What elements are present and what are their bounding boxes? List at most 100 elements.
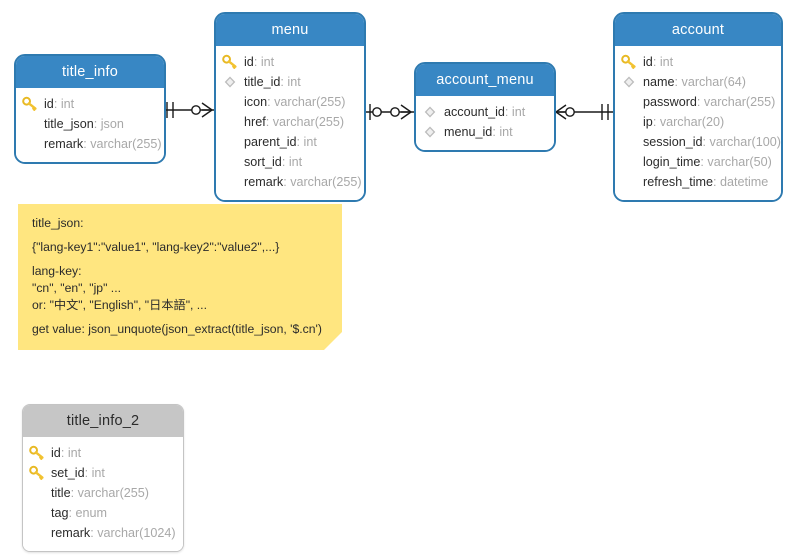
field-name: account_id (444, 105, 505, 119)
diamond-icon (623, 76, 635, 88)
entity-title_info_2[interactable]: title_info_2 id: int set_id: int t (22, 404, 184, 552)
field-name: href (244, 115, 266, 129)
key-icon (22, 96, 37, 111)
field-type: int (303, 135, 317, 149)
field-type: varchar(255) (90, 137, 162, 151)
field-name: remark (44, 137, 84, 151)
field-type: int (60, 97, 75, 111)
field-name: id (44, 97, 54, 111)
field-name: id (643, 55, 653, 69)
note-line: "cn", "en", "jp" ... (32, 281, 121, 295)
field-row[interactable]: remark: varchar(255) (244, 175, 362, 189)
field-row[interactable]: id: int (615, 52, 781, 72)
field-row[interactable]: name: varchar(64) (615, 72, 781, 92)
entity-menu-fields: id: int title_id: int icon: varchar(255)… (216, 46, 364, 200)
field-name: session_id (643, 135, 703, 149)
field-name: password (643, 95, 697, 109)
field-name: title (51, 486, 71, 500)
note-line: lang-key: (32, 264, 82, 278)
entity-menu[interactable]: menu id: int title_id: int icon: varchar… (214, 12, 366, 202)
field-row[interactable]: parent_id: int (244, 135, 317, 149)
field-type: varchar(255) (77, 486, 150, 500)
key-icon (222, 54, 237, 69)
note-title_json[interactable]: title_json: {"lang-key1":"value1", "lang… (18, 204, 342, 350)
entity-account_menu[interactable]: account_menu account_id: int menu_id: in… (414, 62, 556, 152)
field-row[interactable]: session_id: varchar(100) (643, 135, 781, 149)
entity-account_menu-name: account_menu (416, 64, 554, 96)
entity-account-name: account (615, 14, 781, 46)
key-icon (621, 54, 636, 69)
note-line: or: "中文", "English", "日本語", ... (32, 298, 207, 312)
field-row[interactable]: account_id: int (416, 102, 554, 122)
field-type: int (499, 125, 513, 139)
field-name: login_time (643, 155, 701, 169)
field-row[interactable]: icon: varchar(255) (244, 95, 346, 109)
field-row[interactable]: title: varchar(255) (51, 486, 150, 500)
field-row[interactable]: refresh_time: datetime (643, 175, 769, 189)
field-type: varchar(20) (659, 115, 725, 129)
field-name: name (643, 75, 675, 89)
field-name: menu_id (444, 125, 493, 139)
field-type: int (287, 75, 301, 89)
entity-title_info_2-fields: id: int set_id: int title: varchar(255) … (23, 437, 183, 551)
field-type: datetime (720, 175, 769, 189)
note-fold-corner (324, 332, 342, 350)
field-type: int (91, 466, 105, 480)
connector-menu-account_menu (366, 104, 416, 120)
note-line: get value: json_unquote(json_extract(tit… (32, 322, 322, 336)
field-name: remark (244, 175, 284, 189)
field-type: varchar(255) (272, 115, 345, 129)
field-type: int (511, 105, 526, 119)
field-type: int (659, 55, 674, 69)
field-name: ip (643, 115, 653, 129)
field-name: remark (51, 526, 91, 540)
field-name: title_id (244, 75, 281, 89)
field-type: varchar(255) (703, 95, 776, 109)
field-name: id (51, 446, 61, 460)
field-type: varchar(64) (681, 75, 746, 89)
field-name: tag (51, 506, 69, 520)
diamond-icon (424, 106, 436, 118)
field-row[interactable]: login_time: varchar(50) (643, 155, 772, 169)
field-name: refresh_time (643, 175, 713, 189)
field-name: icon (244, 95, 268, 109)
field-name: title_json (44, 117, 94, 131)
field-type: json (100, 117, 124, 131)
entity-menu-name: menu (216, 14, 364, 46)
entity-account[interactable]: account id: int name: varchar(64) passwo… (613, 12, 783, 202)
field-type: varchar(1024) (97, 526, 176, 540)
field-row[interactable]: id: int (23, 443, 183, 463)
field-type: varchar(255) (290, 175, 362, 189)
entity-title_info_2-name: title_info_2 (23, 405, 183, 437)
field-row[interactable]: title_id: int (216, 72, 364, 92)
field-type: varchar(50) (707, 155, 772, 169)
field-type: varchar(255) (274, 95, 346, 109)
field-row[interactable]: href: varchar(255) (244, 115, 345, 129)
entity-account-fields: id: int name: varchar(64) password: varc… (615, 46, 781, 200)
entity-title_info-name: title_info (16, 56, 164, 88)
field-row[interactable]: sort_id: int (244, 155, 303, 169)
connector-account_menu-account (554, 104, 616, 120)
field-row[interactable]: set_id: int (23, 463, 183, 483)
entity-title_info-fields: id: int title_json: json remark: varchar… (16, 88, 164, 162)
field-row[interactable]: remark: varchar(1024) (51, 526, 176, 540)
field-row[interactable]: menu_id: int (416, 122, 554, 142)
field-row[interactable]: password: varchar(255) (643, 95, 776, 109)
diamond-icon (424, 126, 436, 138)
key-icon (29, 465, 44, 480)
field-type: int (288, 155, 303, 169)
field-row[interactable]: id: int (216, 52, 364, 72)
field-row[interactable]: remark: varchar(255) (44, 137, 162, 151)
field-name: set_id (51, 466, 85, 480)
entity-title_info[interactable]: title_info id: int title_json: json rema… (14, 54, 166, 164)
note-line: {"lang-key1":"value1", "lang-key2":"valu… (32, 240, 280, 254)
field-row[interactable]: title_json: json (44, 117, 124, 131)
field-type: varchar(100) (709, 135, 781, 149)
field-name: id (244, 55, 254, 69)
field-row[interactable]: id: int (16, 94, 164, 114)
field-name: sort_id (244, 155, 282, 169)
field-row[interactable]: ip: varchar(20) (643, 115, 725, 129)
field-type: enum (75, 506, 108, 520)
field-row[interactable]: tag: enum (51, 506, 108, 520)
